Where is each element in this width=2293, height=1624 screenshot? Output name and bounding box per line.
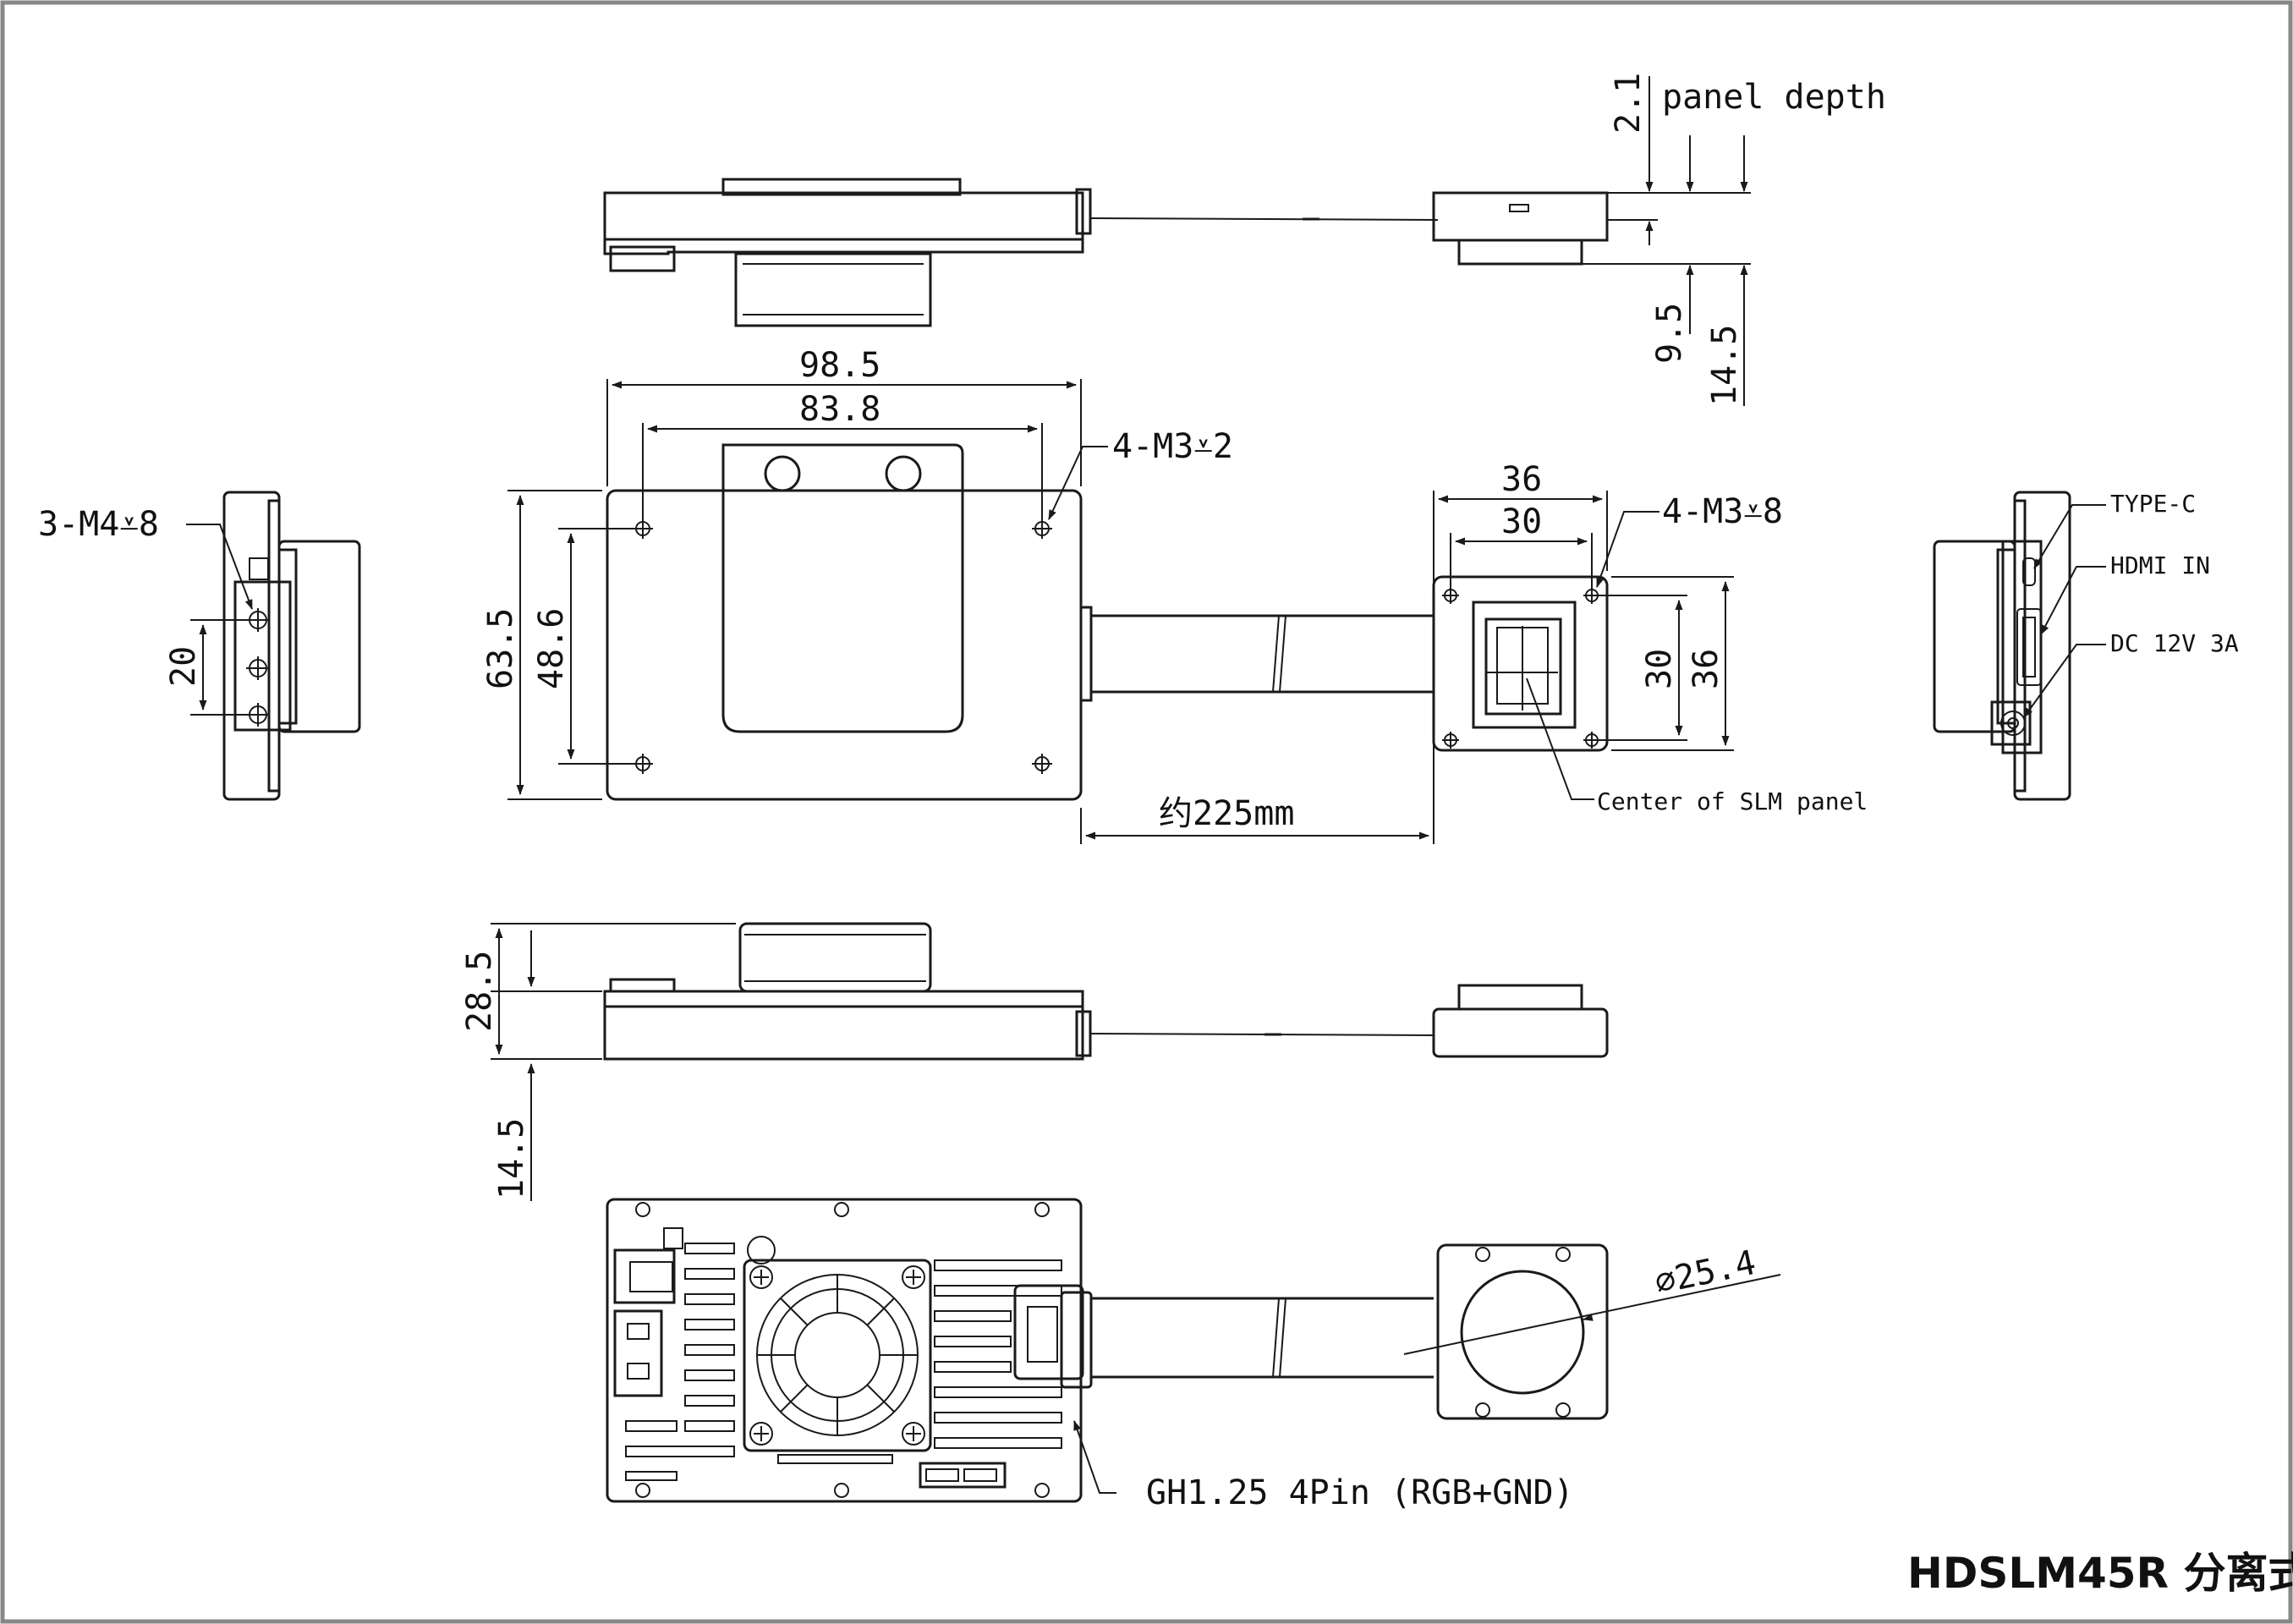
dim-14-5-side: 14.5 bbox=[492, 1118, 531, 1199]
dim-30-width: 30 bbox=[1501, 502, 1542, 541]
cable-length: 约225mm bbox=[1159, 794, 1294, 833]
hole-note-driver: 4-M3⩡2 bbox=[1112, 427, 1233, 466]
dim-14-5-top: 14.5 bbox=[1705, 325, 1744, 406]
fan-screws bbox=[749, 1265, 925, 1446]
drawing-title: HDSLM45R 分离式 bbox=[1907, 1549, 2293, 1598]
dim-panel-depth-value: 2.1 bbox=[1609, 73, 1648, 134]
side-view: 28.5 14.5 bbox=[460, 922, 1609, 1201]
dim-diameter: ⌀25.4 bbox=[1652, 1243, 1759, 1303]
center-note: Center of SLM panel bbox=[1597, 787, 1868, 815]
dim-panel-depth-label: panel depth bbox=[1662, 78, 1886, 117]
dim-48-6: 48.6 bbox=[532, 608, 571, 689]
dim-83-8: 83.8 bbox=[799, 390, 880, 429]
left-view: 3-M4⩡8 20 bbox=[38, 491, 361, 801]
port-dc: DC 12V 3A bbox=[2110, 629, 2239, 657]
dim-98-5: 98.5 bbox=[799, 346, 880, 385]
dim-30-height: 30 bbox=[1640, 649, 1679, 689]
port-hdmi: HDMI IN bbox=[2110, 551, 2210, 579]
hole-note-head: 4-M3⩡8 bbox=[1662, 492, 1783, 531]
dim-63-5: 63.5 bbox=[481, 608, 520, 689]
plan-view: 98.5 83.8 63.5 48.6 4-M3⩡2 36 30 4-M3⩡8 … bbox=[481, 346, 1868, 844]
right-view: TYPE-C HDMI IN DC 12V 3A bbox=[1933, 490, 2239, 801]
dim-20: 20 bbox=[164, 646, 203, 687]
driver-mount-holes bbox=[633, 518, 1052, 774]
dim-36-width: 36 bbox=[1501, 460, 1542, 499]
dim-36-height: 36 bbox=[1687, 649, 1725, 689]
dim-9-5: 9.5 bbox=[1650, 303, 1689, 364]
port-typec: TYPE-C bbox=[2110, 490, 2196, 518]
left-hole-note: 3-M4⩡8 bbox=[38, 505, 159, 544]
connector-note: GH1.25 4Pin (RGB+GND) bbox=[1146, 1473, 1574, 1512]
dim-28-5: 28.5 bbox=[460, 951, 499, 1032]
top-view: 2.1 panel depth 9.5 14.5 bbox=[603, 73, 1886, 406]
bottom-view: ⌀25.4 GH1.25 4Pin (RGB+GND) bbox=[606, 1198, 1781, 1512]
